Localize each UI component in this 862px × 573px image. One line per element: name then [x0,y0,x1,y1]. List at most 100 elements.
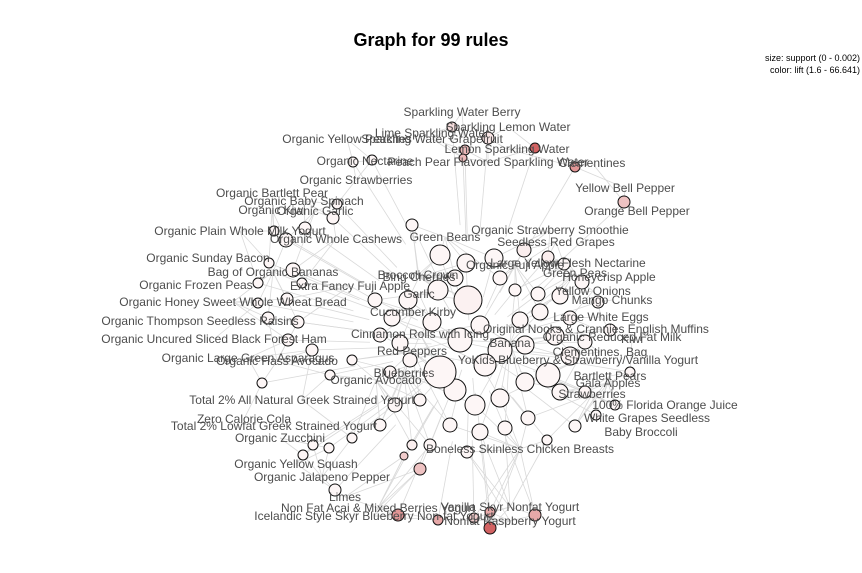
rule-node-32 [574,274,590,290]
rule-node-91 [373,418,387,432]
edge-rule-94-3 [509,439,548,508]
rule-node-30 [541,250,555,264]
rule-node-94 [541,434,553,446]
rule-node-56 [372,327,388,343]
rule-node-64 [497,420,513,436]
edge-rule-19-hub [286,298,370,321]
edge-rule-66-hub [411,399,439,446]
item-label-organic-sunday-bacon: Organic Sunday Bacon [146,251,269,265]
item-label-bag-of-organic-bananas: Bag of Organic Bananas [208,265,339,279]
item-label-large-yellow-flesh-nectarine: Large Yellow Flesh Nectarine [490,256,646,270]
edge-rule-8-3 [506,148,576,168]
edge-rule-70-2 [279,437,314,446]
item-label-red-peppers: Red Peppers [377,344,447,358]
rule-node-53 [398,290,418,310]
item-label-organic-strawberry-smoothie: Organic Strawberry Smoothie [471,223,629,237]
edge-rule-70-hub [312,399,384,446]
rule-node-20 [252,297,264,309]
edge-rule-94-2 [546,393,593,441]
rule-node-41 [535,362,561,388]
item-label-sparkling-water-grapefruit: Sparkling Water Grapefruit [361,132,503,146]
item-label-lemon-sparkling-water: Lemon Sparkling Water [445,142,570,156]
rule-node-59 [383,365,397,379]
edge-rule-25-3 [243,382,263,420]
edge-rule-67-3 [344,455,405,498]
edge-rule-14-3 [591,162,625,203]
edge-rule-46-3 [403,372,476,406]
rule-node-95 [568,419,582,433]
rule-node-29 [516,242,532,258]
item-label-vanilla-skyr-nonfat-yogurt: Vanilla Skyr Nonfat Yogurt [441,500,580,514]
rule-node-45 [490,388,510,408]
rule-node-67 [399,451,409,461]
rule-node-80 [473,353,497,377]
rule-node-87 [446,269,464,287]
rule-node-17 [285,262,301,278]
edge-rule-36-3 [514,264,541,313]
edge-rule-18-3 [301,238,337,284]
edge-rule-69-hub [328,401,393,449]
rule-node-48 [423,355,457,389]
edge-rule-29-hub [499,249,525,293]
item-label-white-grapes-seedless: White Grapes Seedless [584,411,710,425]
rule-node-69 [323,442,335,454]
rule-node-2 [481,131,495,145]
item-label-organic-kiwi: Organic Kiwi [238,203,305,217]
item-label-clementines: Clementines [559,156,626,170]
rule-node-11 [298,221,312,235]
rule-node-81 [453,285,483,315]
legend-size: size: support (0 - 0.002) [765,53,860,63]
rule-node-58 [402,352,418,368]
item-label-organic-bartlett-pear: Organic Bartlett Pear [216,186,328,200]
rule-node-66 [406,439,418,451]
edge-rule-96-3 [595,375,611,416]
rule-node-88 [492,270,508,286]
item-label-blueberries: Blueberries [374,366,435,380]
rule-node-86 [427,279,449,301]
rule-node-96 [590,409,602,421]
rule-node-72 [413,462,427,476]
rule-node-8 [569,161,581,173]
rule-node-93 [460,445,474,459]
edge-rule-76-2 [473,517,511,522]
item-label-nonfat-raspberry-yogurt: Nonfat Raspberry Yogurt [444,514,576,528]
rule-node-22 [291,315,305,329]
item-label-organic-nectarine: Organic Nectarine [317,154,414,168]
edge-rule-3-2 [507,126,536,149]
edge-rule-90-hub [329,361,394,376]
edge-rule-14-hub [554,201,625,267]
item-label-organic-whole-cashews: Organic Whole Cashews [270,232,402,246]
edge-rule-15-3 [268,209,273,264]
item-label-extra-fancy-fuji-apple: Extra Fancy Fuji Apple [290,279,410,293]
legend-color: color: lift (1.6 - 66.641) [770,65,860,75]
rule-node-36 [531,303,549,321]
item-label-garlic: Garlic [403,287,434,301]
item-label-bartlett-pears: Bartlett Pears [574,369,647,383]
edge-rule-66-1 [403,372,413,446]
item-label-organic-thompson-seedless-raisins: Organic Thompson Seedless Raisins [101,314,298,328]
rule-node-19 [280,292,294,306]
edge-rule-73-3 [295,463,336,491]
rule-node-14 [617,195,631,209]
rule-node-97 [609,399,621,411]
edge-rule-18-2 [301,282,351,287]
rule-node-21 [261,311,275,325]
item-label-yokids-blueberry-strawberry-vanilla-yogurt: YoKids Blueberry & Strawberry/Vanilla Yo… [458,353,699,367]
edge-rule-22-hub [297,321,376,333]
edge-rule-22-3 [297,285,351,323]
item-label-organic-uncured-sliced-black-forest-ham: Organic Uncured Sliced Black Forest Ham [101,332,326,346]
edge-rule-76-3 [473,448,521,519]
rule-node-49 [447,327,473,353]
item-label-organic-frozen-peas: Organic Frozen Peas [139,278,252,292]
edge-rule-92-1 [403,372,431,446]
item-label-non-fat-acai-mixed-berries-yogurt: Non Fat Acai & Mixed Berries Yogurt [281,501,476,515]
item-label-organic-large-green-asparagus: Organic Large Green Asparagus [162,351,335,365]
edge-rule-79-hub [505,438,536,516]
item-label-baby-broccoli: Baby Broccoli [604,425,677,439]
edge-rule-95-hub [527,389,576,427]
edge-rule-8-hub [527,166,576,248]
rule-node-62 [442,417,458,433]
node-layer [252,121,636,535]
